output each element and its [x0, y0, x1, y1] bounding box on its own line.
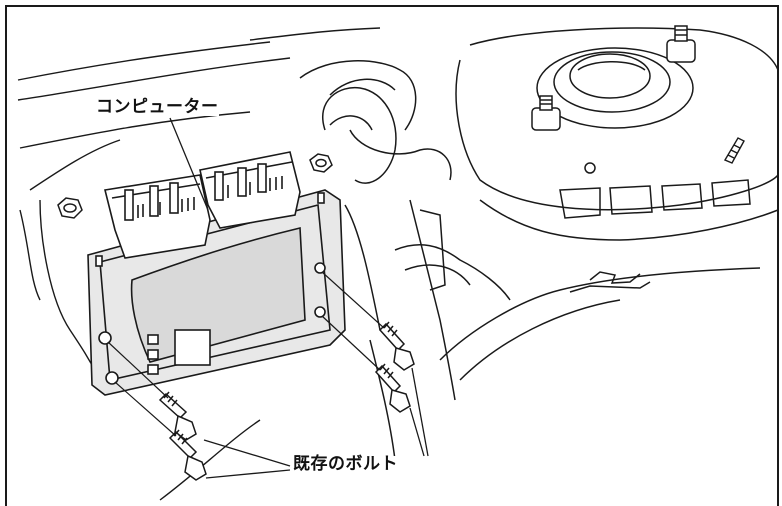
computer-unit [87, 189, 346, 396]
connector-left [104, 174, 211, 259]
bolt-right-2 [374, 363, 411, 413]
bolt-guide-lines [107, 271, 385, 437]
wheel-house [299, 60, 761, 461]
leader-lines [169, 117, 429, 479]
stud-bolt [723, 137, 745, 164]
panel-nut-center [309, 153, 333, 173]
panel-nut-left [57, 197, 83, 219]
connector-right [199, 151, 301, 229]
computer-label: コンピューター [96, 97, 219, 117]
bolt-lower-left-2 [168, 429, 207, 481]
strut-nut-left [531, 95, 561, 131]
diagram-border [5, 5, 779, 506]
existing-bolts-label: 既存のボルト [293, 454, 398, 474]
strut-nut-right [666, 25, 696, 63]
strut-tower [455, 27, 779, 293]
bolt-right-1 [378, 321, 415, 371]
bolt-lower-left-1 [158, 391, 197, 441]
